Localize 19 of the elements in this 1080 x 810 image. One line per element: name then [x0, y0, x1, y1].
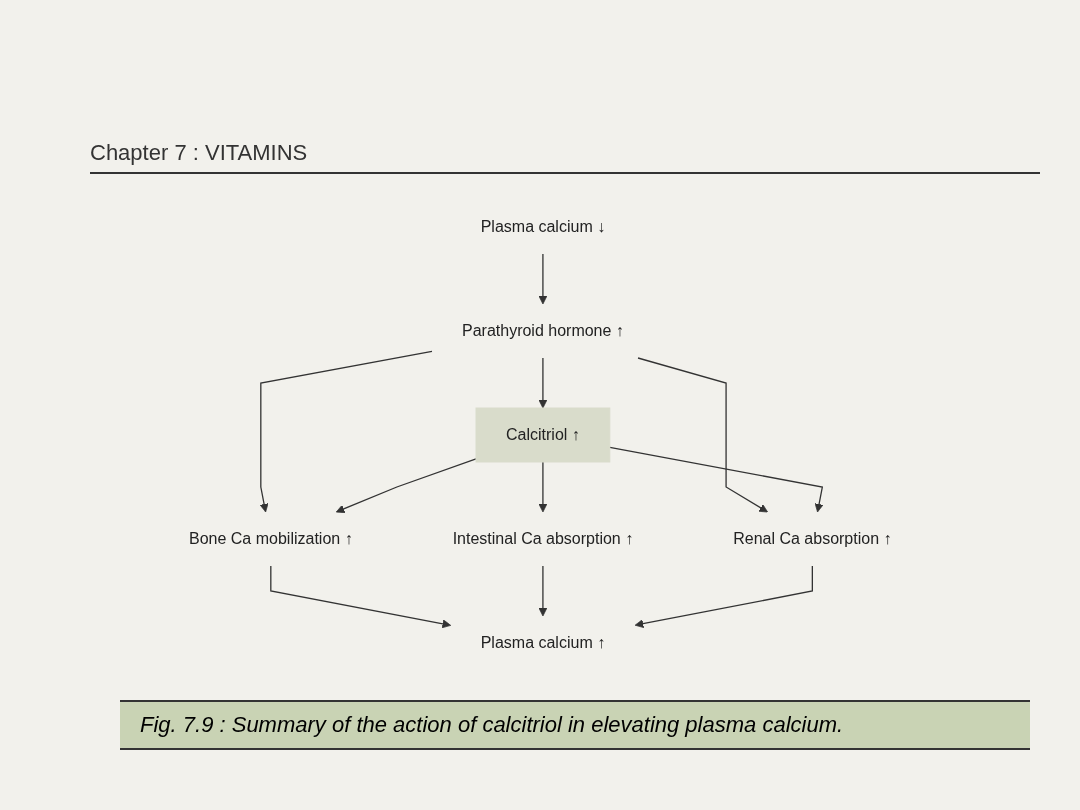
node-text: Renal Ca absorption ↑: [732, 530, 892, 547]
node-text: Parathyroid hormone ↑: [461, 322, 624, 339]
chapter-heading: Chapter 7 : VITAMINS: [90, 140, 308, 165]
arrow: [335, 458, 477, 514]
arrow: [538, 565, 548, 617]
node-text: Plasma calcium ↑: [480, 634, 605, 651]
figure-caption: Fig. 7.9 : Summary of the action of calcitriol in elevating plasma calcium.: [120, 700, 1030, 750]
node-text: Plasma calcium ↓: [480, 218, 605, 235]
arrow: [637, 357, 768, 513]
arrow: [538, 357, 548, 409]
arrow: [634, 565, 813, 628]
arrow: [538, 253, 548, 305]
node-text: Intestinal Ca absorption ↑: [452, 530, 633, 547]
arrow: [269, 565, 451, 629]
arrow: [538, 461, 548, 513]
arrow: [608, 446, 824, 513]
node-box: Calcitriol ↑: [475, 407, 611, 463]
node-text: Bone Ca mobilization ↑: [188, 530, 353, 547]
arrow: [259, 350, 433, 513]
